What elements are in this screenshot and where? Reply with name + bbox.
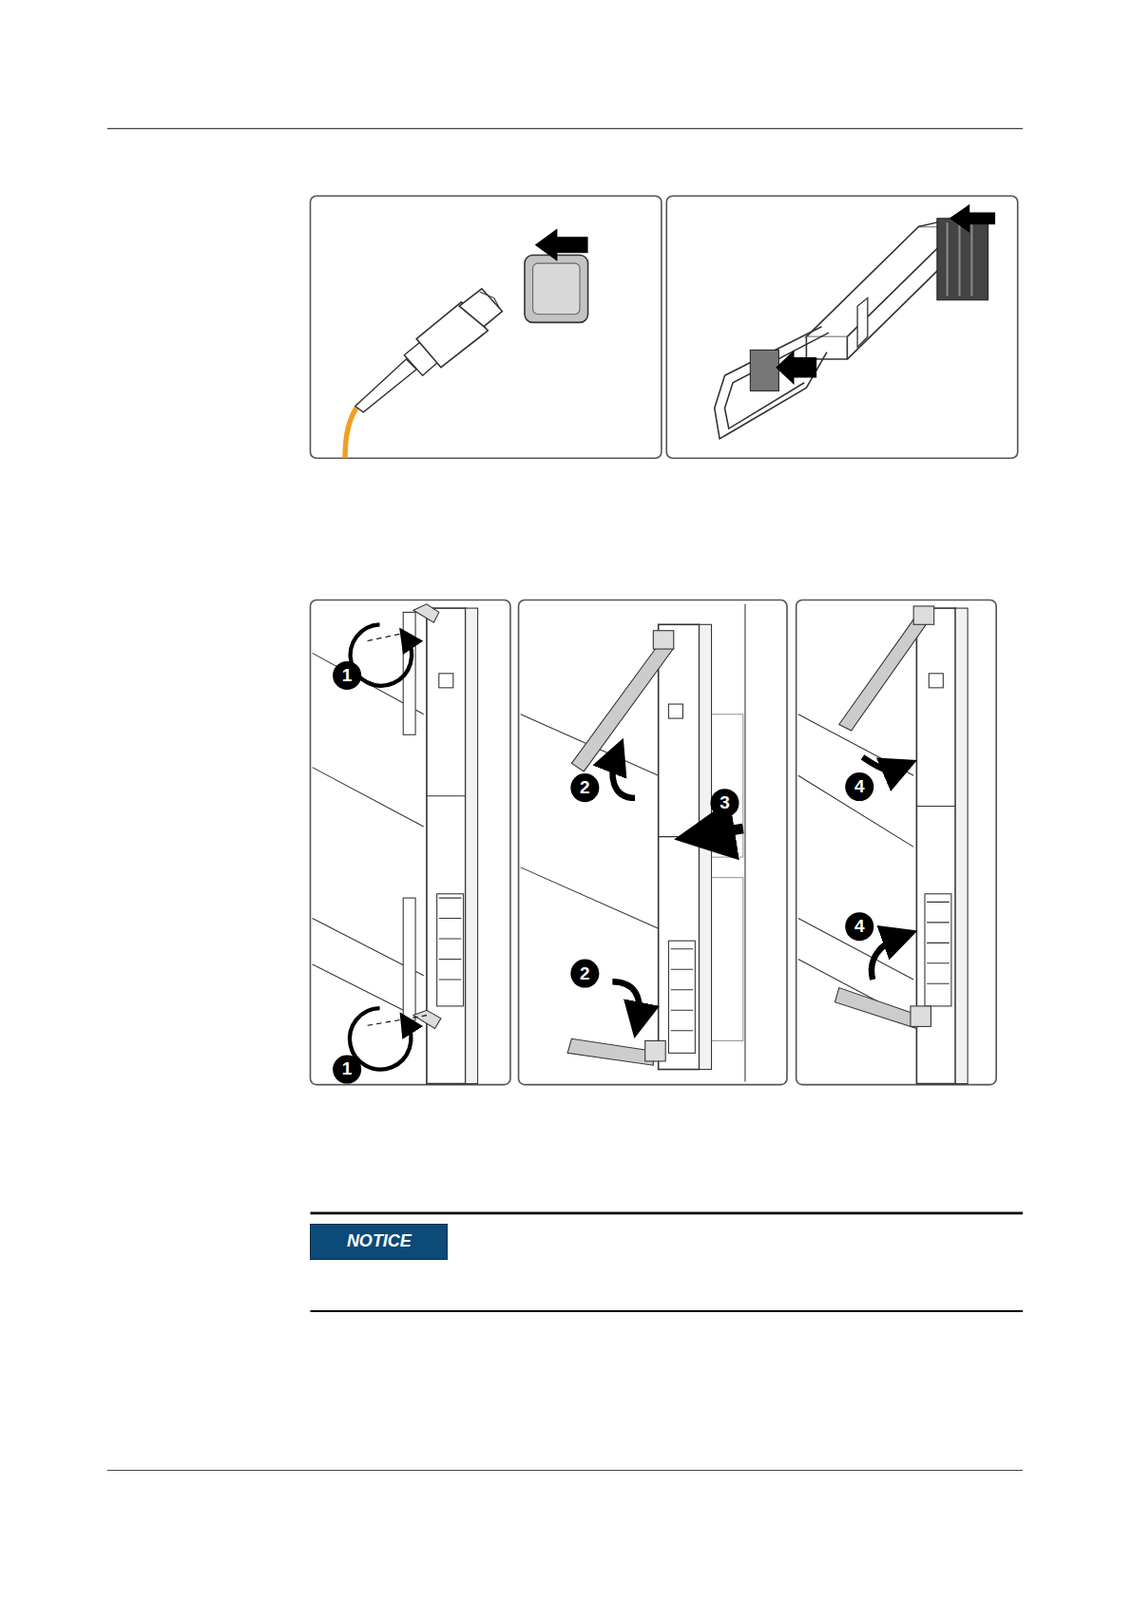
callout-circle [570, 959, 599, 989]
callout-number: 2 [570, 959, 599, 989]
callout-number: 1 [332, 1055, 362, 1084]
callout-circle [332, 1055, 362, 1084]
board-unlock-panel [309, 600, 510, 1086]
callout-circle [709, 788, 739, 818]
board-handle-close-panel [796, 600, 997, 1086]
callout-number: 2 [570, 773, 599, 803]
callout-number: 3 [709, 788, 739, 818]
callout-number: 1 [332, 661, 362, 691]
notice-badge: NOTICE [309, 1224, 448, 1262]
notice-rule [309, 1310, 1023, 1313]
callout-circle [844, 772, 874, 802]
header-rule [107, 128, 1023, 130]
fiber-dust-cap-panel [309, 195, 661, 459]
callout-circle [332, 661, 362, 691]
footer-rule [107, 1470, 1023, 1472]
optical-module-panel [666, 195, 1017, 459]
callout-circle [570, 773, 599, 803]
board-removal-panel [518, 600, 787, 1086]
notice-label: NOTICE [346, 1231, 412, 1252]
notice-rule [309, 1212, 1023, 1216]
callout-number: 4 [844, 772, 874, 802]
callout-number: 4 [844, 912, 874, 941]
callout-circle [844, 912, 874, 941]
